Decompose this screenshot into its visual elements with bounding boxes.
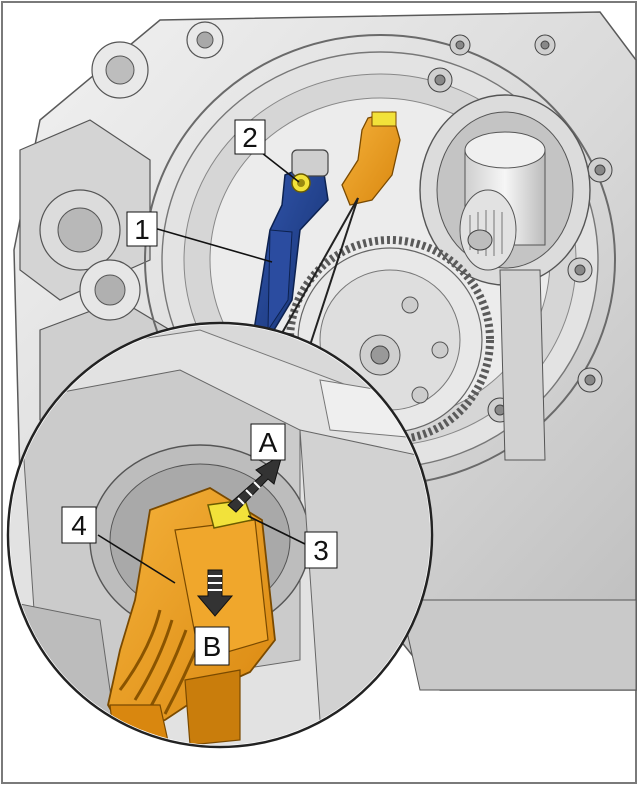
callout-b-label: B xyxy=(203,631,222,662)
callout-b: B xyxy=(194,626,230,666)
callout-1: 1 xyxy=(126,211,158,247)
callout-a-label: A xyxy=(259,427,278,458)
connector-overview xyxy=(341,111,401,206)
callout-2-label: 2 xyxy=(242,122,258,153)
callout-4-label: 4 xyxy=(71,510,87,541)
leader-lines xyxy=(97,152,308,584)
callout-1-label: 1 xyxy=(134,214,150,245)
arrow-a-release xyxy=(227,453,283,513)
callout-3: 3 xyxy=(304,531,338,569)
sensor-bolt xyxy=(291,173,311,193)
callout-2: 2 xyxy=(234,119,266,155)
callout-3-label: 3 xyxy=(313,535,329,566)
arrow-b-pull xyxy=(196,569,234,617)
callout-4: 4 xyxy=(61,506,97,544)
callout-a: A xyxy=(250,423,286,461)
